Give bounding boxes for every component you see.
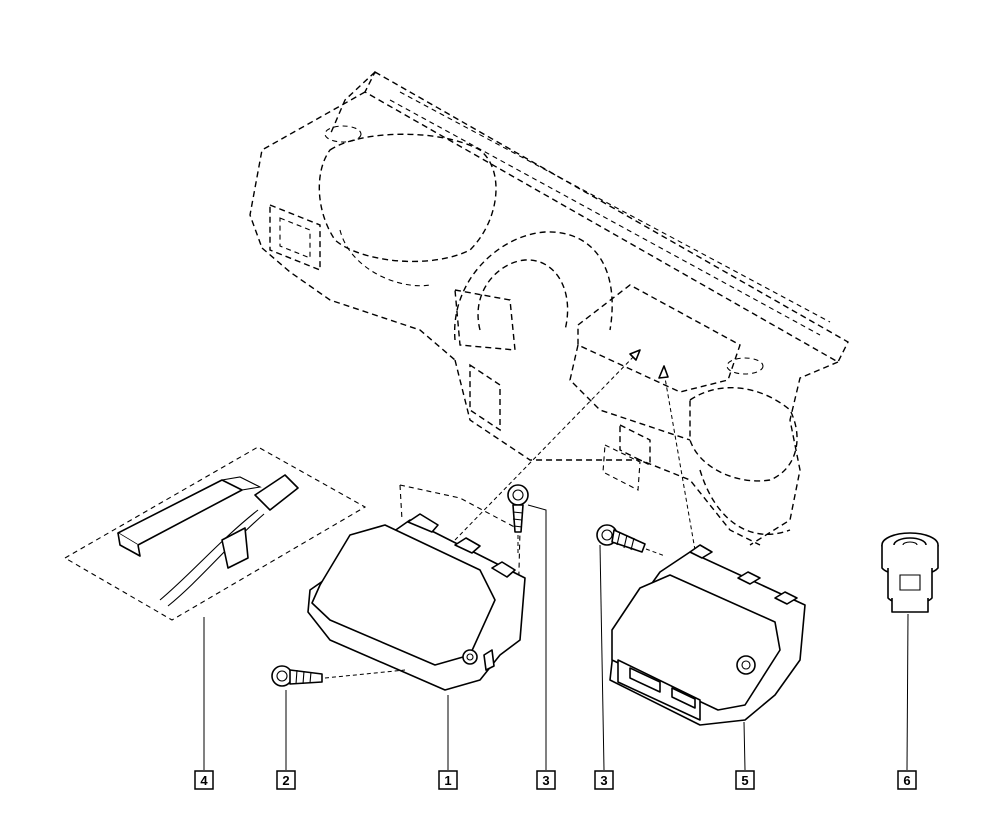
callout-2: 2 <box>276 770 296 790</box>
part-6-switch <box>881 532 939 613</box>
callout-box <box>536 770 556 790</box>
leader-lines <box>203 504 909 771</box>
part-4-wiring-kit <box>63 446 367 621</box>
dashboard-outline <box>249 71 849 546</box>
callout-4: 4 <box>194 770 214 790</box>
callout-label: 5 <box>741 773 748 788</box>
part-3-screw-center <box>507 484 529 555</box>
callout-box <box>194 770 214 790</box>
fitting-arrows <box>454 349 696 551</box>
callout-3-center: 3 <box>536 770 556 790</box>
callout-label: 3 <box>542 773 549 788</box>
callout-5: 5 <box>735 770 755 790</box>
callout-box <box>276 770 296 790</box>
callout-1: 1 <box>438 770 458 790</box>
callout-6: 6 <box>897 770 917 790</box>
callout-box <box>438 770 458 790</box>
callout-box <box>735 770 755 790</box>
callout-label: 2 <box>282 773 289 788</box>
part-1-airbag-cover <box>307 484 526 691</box>
callout-3-right: 3 <box>594 770 614 790</box>
callout-label: 6 <box>903 773 910 788</box>
callout-label: 4 <box>200 773 208 788</box>
callout-box <box>594 770 614 790</box>
part-5-airbag-module <box>609 544 806 726</box>
callout-label: 1 <box>444 773 451 788</box>
part-3-screw-right <box>596 524 666 557</box>
part-2-screw <box>271 665 406 687</box>
callout-label: 3 <box>600 773 607 788</box>
callout-box <box>897 770 917 790</box>
